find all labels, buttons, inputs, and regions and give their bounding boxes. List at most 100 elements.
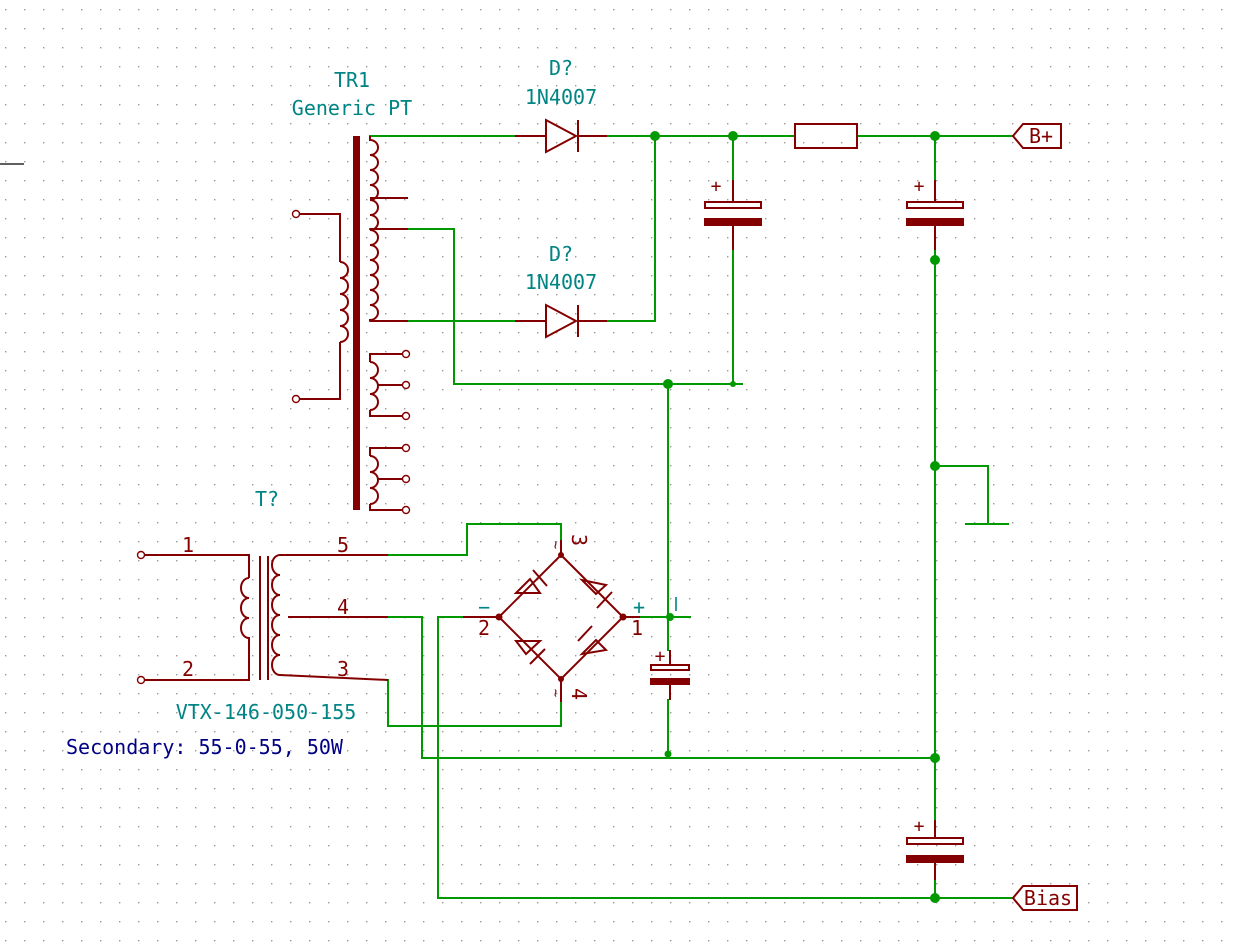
tr1-primary-pin2 bbox=[291, 394, 301, 404]
tr1-heater1-pin-b bbox=[401, 380, 411, 390]
t2-ref: T? bbox=[255, 487, 279, 511]
t2-pin4-label: 4 bbox=[337, 595, 349, 619]
bridge-pin3-label: 3 bbox=[567, 534, 591, 546]
c4-plate-neg bbox=[906, 855, 964, 863]
junction bbox=[930, 753, 940, 763]
tr1-heater1-winding bbox=[369, 361, 379, 411]
tr1-primary-winding bbox=[339, 261, 349, 343]
t2-primary-top bbox=[144, 554, 250, 578]
junction bbox=[930, 461, 940, 471]
bplus-flag bbox=[1011, 123, 1062, 149]
wire-center-tap bbox=[369, 228, 743, 385]
bridge-minus-label: − bbox=[478, 595, 490, 619]
transformer-tr1[interactable]: TR1 Generic PT bbox=[291, 68, 412, 515]
t2-pin2-end bbox=[136, 675, 146, 685]
tr1-heater2-winding bbox=[369, 455, 379, 505]
wire-t2-pin5 bbox=[387, 523, 562, 556]
bridge-diode-b-bar bbox=[596, 591, 613, 609]
bridge-rectifier[interactable]: 1 2 3 4 + − ~ ~ bbox=[463, 534, 645, 702]
label-bplus[interactable]: B+ bbox=[1011, 123, 1062, 149]
bridge-node-bottom bbox=[558, 676, 564, 682]
bridge-diode-a bbox=[513, 577, 542, 594]
t2-pin2-label: 2 bbox=[182, 657, 194, 681]
d2-triangle bbox=[545, 303, 579, 339]
wires bbox=[369, 135, 1014, 899]
t2-pin3-label: 3 bbox=[337, 657, 349, 681]
resistor-body bbox=[794, 123, 858, 149]
d1-triangle bbox=[545, 118, 579, 154]
transformer-t2[interactable]: T? VTX-146-050-155 1 2 5 4 3 bbox=[136, 487, 389, 724]
tr1-core bbox=[353, 136, 360, 510]
tr1-primary-pin1 bbox=[291, 209, 301, 219]
c2-plus: + bbox=[914, 176, 925, 197]
capacitor-c4[interactable]: + bbox=[906, 816, 964, 880]
capacitor-c1[interactable]: + bbox=[704, 176, 762, 250]
tr1-primary-top-lead bbox=[300, 213, 341, 262]
junction bbox=[930, 131, 940, 141]
d1-value: 1N4007 bbox=[525, 85, 597, 109]
c4-plus: + bbox=[914, 816, 925, 837]
tr1-heater2-pin-c bbox=[401, 505, 411, 515]
tr1-heater2-bottom bbox=[369, 504, 402, 511]
wire-t2-pin3 bbox=[387, 679, 562, 727]
diode-d1[interactable]: D? 1N4007 bbox=[515, 56, 607, 154]
bridge-pin1-label: 1 bbox=[631, 616, 643, 640]
wire-bridge-minus bbox=[437, 616, 1014, 899]
tr1-heater2-pin-b bbox=[401, 474, 411, 484]
bridge-pin4-label: 4 bbox=[567, 688, 591, 700]
resistor-r1[interactable] bbox=[794, 123, 858, 149]
tr1-heater1-pin-c bbox=[401, 411, 411, 421]
bridge-pin2-label: 2 bbox=[478, 616, 490, 640]
d2-value: 1N4007 bbox=[525, 270, 597, 294]
t2-pin5-label: 5 bbox=[337, 533, 349, 557]
c1-plate-neg bbox=[704, 218, 762, 226]
tr1-value: Generic PT bbox=[292, 96, 412, 120]
bridge-diode-a-bar bbox=[532, 569, 548, 587]
bias-text: Bias bbox=[1024, 886, 1072, 910]
t2-pin1-label: 1 bbox=[182, 533, 194, 557]
junction bbox=[728, 131, 738, 141]
bias-flag bbox=[1011, 885, 1078, 911]
wire-d2-return bbox=[606, 135, 656, 322]
tr1-ref: TR1 bbox=[334, 68, 370, 92]
bridge-diode-d-bar bbox=[577, 625, 593, 642]
c4-plate-pos bbox=[906, 837, 964, 845]
c3-plate-pos bbox=[650, 664, 690, 671]
c3-plus: + bbox=[655, 646, 666, 667]
junction bbox=[730, 381, 736, 387]
tr1-heater1-top bbox=[369, 353, 402, 362]
bridge-diode-d bbox=[579, 638, 609, 656]
bridge-diode-c-bar bbox=[529, 648, 546, 665]
c2-plate-pos bbox=[906, 201, 964, 209]
c1-plate-pos bbox=[704, 201, 762, 209]
capacitor-c3[interactable]: + bbox=[650, 646, 690, 700]
junction bbox=[930, 255, 940, 265]
bplus-text: B+ bbox=[1029, 124, 1053, 148]
junction bbox=[664, 750, 672, 758]
junction bbox=[650, 131, 660, 141]
t2-primary-winding bbox=[144, 577, 250, 681]
c2-plate-neg bbox=[906, 218, 964, 226]
bridge-node-left bbox=[495, 613, 503, 621]
junction bbox=[666, 613, 674, 621]
junctions bbox=[650, 131, 940, 903]
diode-d2[interactable]: D? 1N4007 bbox=[515, 242, 607, 339]
junction bbox=[663, 379, 673, 389]
bridge-node-right bbox=[619, 613, 627, 621]
wire-t2-pin4 bbox=[387, 616, 936, 759]
capacitor-c2[interactable]: + bbox=[906, 176, 964, 250]
wire-ground-stub bbox=[934, 465, 989, 525]
tr1-heater1-bottom bbox=[369, 410, 402, 417]
tr1-primary-bottom-lead bbox=[300, 342, 341, 400]
bridge-node-top bbox=[558, 552, 564, 558]
label-bias[interactable]: Bias bbox=[1011, 885, 1078, 911]
c3-plate-neg bbox=[650, 678, 690, 685]
d1-ref: D? bbox=[549, 56, 573, 80]
bridge-ac-bottom: ~ bbox=[547, 689, 563, 697]
secondary-note: Secondary: 55-0-55, 50W bbox=[66, 735, 344, 759]
bridge-plus-label: + bbox=[633, 595, 645, 619]
tr1-heater1-pin-a bbox=[401, 349, 411, 359]
bridge-diode-b bbox=[578, 578, 609, 596]
